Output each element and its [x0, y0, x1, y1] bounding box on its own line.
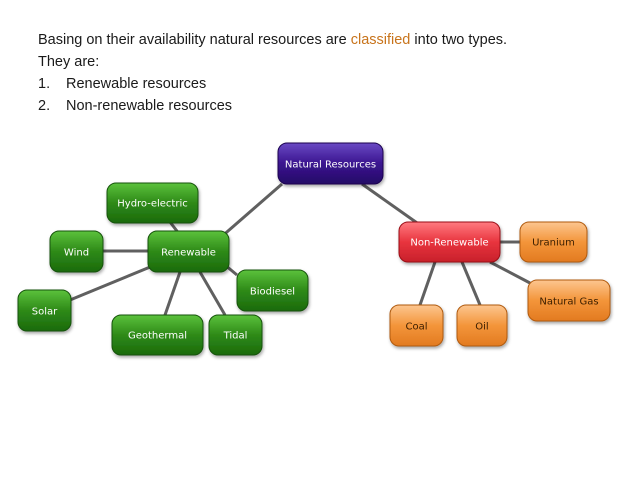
- node-label: Non-Renewable: [410, 238, 488, 249]
- list-item-text: Renewable resources: [66, 76, 207, 92]
- connector-nonrenewable-oil: [460, 261, 482, 306]
- node-uranium: Uranium: [519, 221, 588, 263]
- intro-text-after: into two types.: [410, 32, 508, 48]
- connector-renewable-geothermal: [163, 271, 182, 316]
- node-oil: Oil: [456, 304, 508, 347]
- connector-nonrenewable-naturalgas: [489, 260, 531, 285]
- node-label: Geothermal: [128, 331, 187, 342]
- node-coal: Coal: [389, 304, 444, 347]
- list-item-text: Non-renewable resources: [66, 98, 233, 114]
- node-renewable: Renewable: [147, 230, 230, 273]
- node-biodiesel: Biodiesel: [236, 269, 309, 312]
- node-label: Natural Resources: [285, 160, 376, 171]
- node-label: Coal: [405, 322, 427, 333]
- list-item-nonrenewable: 2. Non-renewable resources: [38, 95, 507, 117]
- node-non-renewable: Non-Renewable: [398, 221, 501, 263]
- list-number: 1.: [38, 76, 51, 92]
- connector-renewable-solar: [69, 263, 156, 302]
- node-label: Natural Gas: [539, 297, 598, 308]
- node-geothermal: Geothermal: [111, 314, 204, 356]
- node-label: Oil: [475, 322, 488, 333]
- intro-text-before: Basing on their availability natural res…: [38, 32, 351, 48]
- node-label: Wind: [64, 248, 89, 259]
- node-label: Tidal: [223, 331, 248, 342]
- node-natural-resources: Natural Resources: [277, 142, 384, 185]
- connector-root-renewable: [219, 182, 283, 240]
- intro-line-1: Basing on their availability natural res…: [38, 29, 507, 51]
- connector-nonrenewable-coal: [418, 261, 437, 306]
- list-number: 2.: [38, 98, 51, 114]
- node-solar: Solar: [17, 289, 72, 332]
- node-label: Biodiesel: [250, 287, 295, 298]
- node-wind: Wind: [49, 230, 104, 273]
- intro-line-2: They are:: [38, 54, 100, 70]
- node-label: Solar: [32, 307, 58, 318]
- node-label: Renewable: [161, 248, 216, 259]
- intro-text: Basing on their availability natural res…: [38, 29, 507, 117]
- node-label: Uranium: [532, 238, 575, 249]
- node-tidal: Tidal: [208, 314, 263, 356]
- list-item-renewable: 1. Renewable resources: [38, 73, 507, 95]
- connector-renewable-tidal: [198, 271, 227, 316]
- connector-root-nonrenewable: [361, 182, 421, 227]
- node-natural-gas: Natural Gas: [527, 279, 611, 322]
- connector-lines: [69, 182, 531, 316]
- node-label: Hydro-electric: [117, 199, 187, 210]
- highlighted-word: classified: [350, 32, 411, 48]
- node-hydro-electric: Hydro-electric: [106, 182, 199, 224]
